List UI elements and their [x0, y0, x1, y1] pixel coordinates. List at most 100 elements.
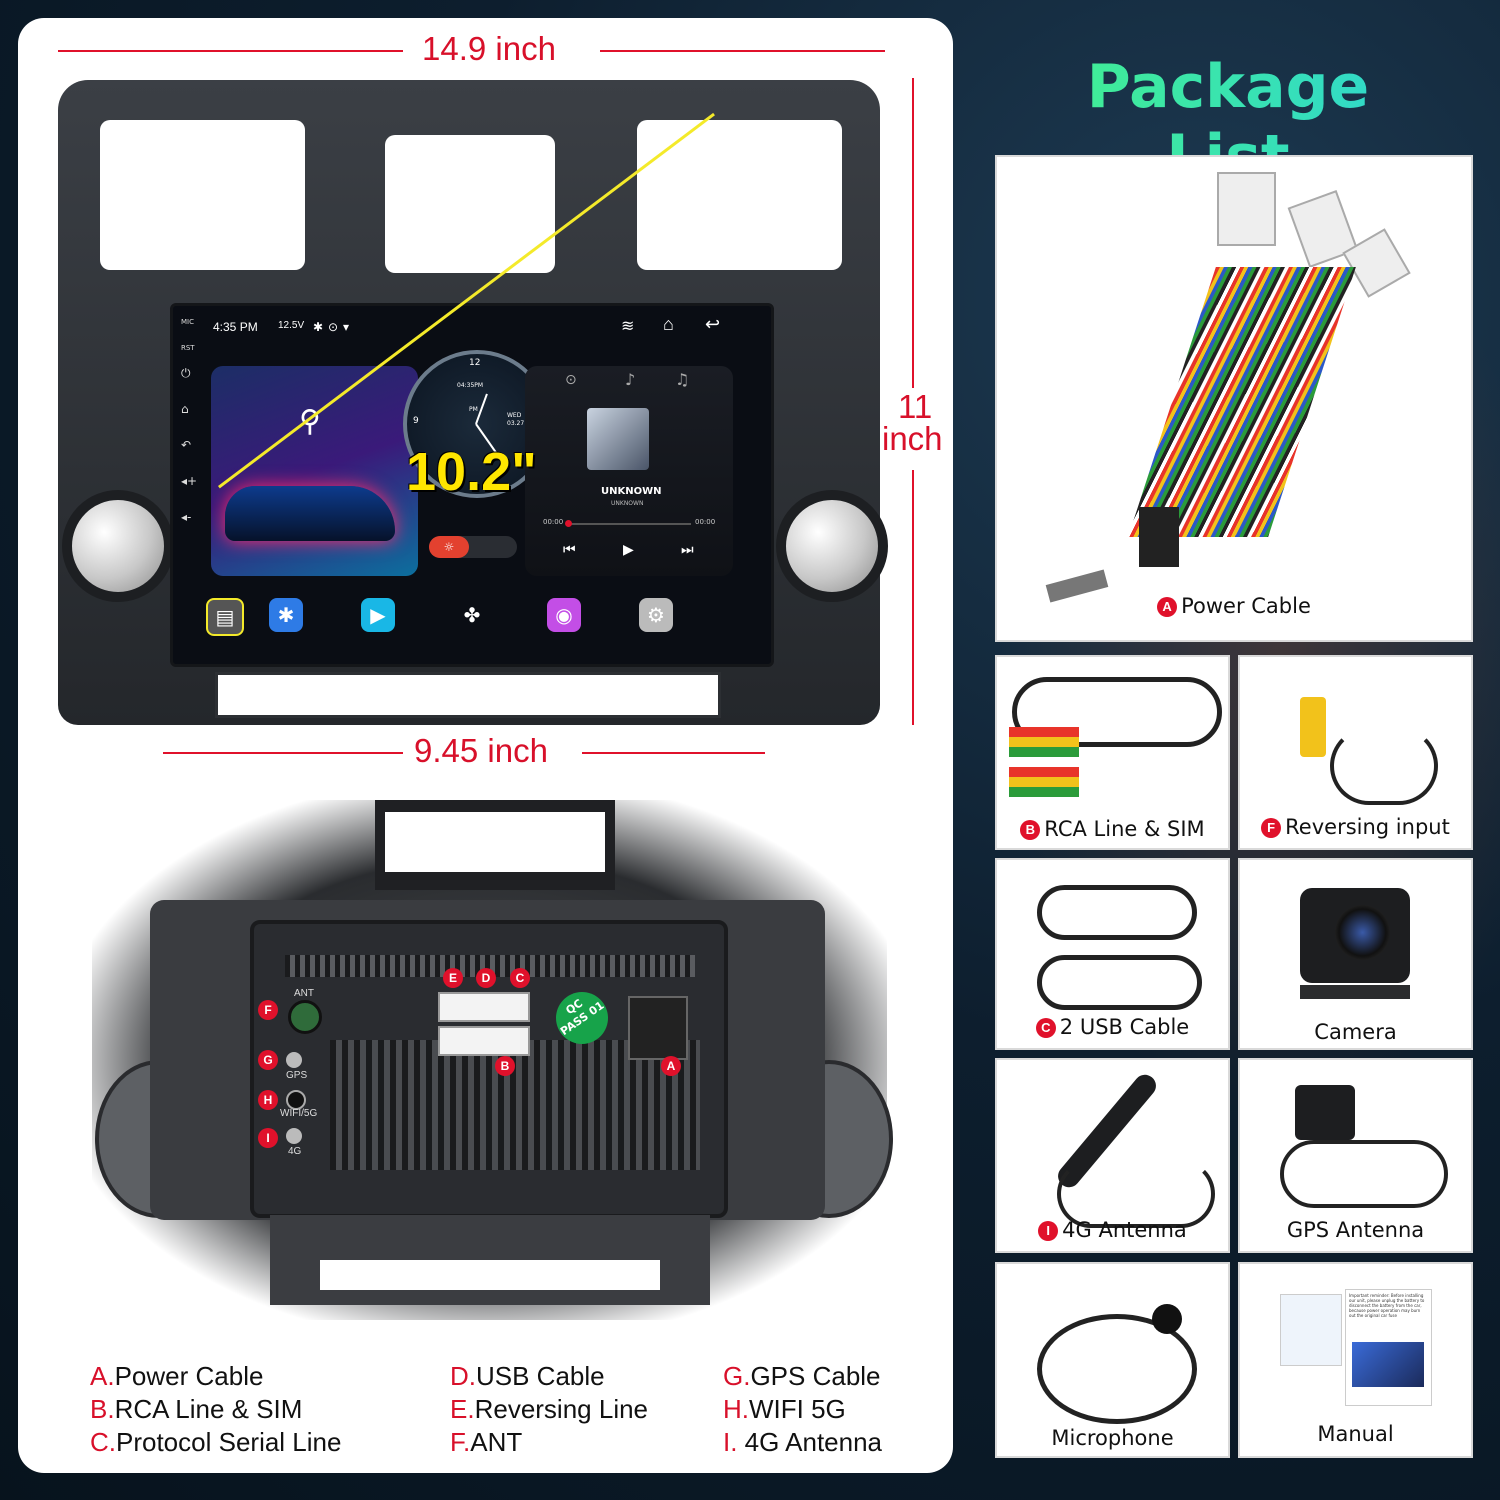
home-side-icon[interactable]: ⌂: [181, 402, 189, 416]
song-title: UNKNOWN: [601, 486, 662, 497]
settings-gear-icon[interactable]: ⚙: [639, 598, 673, 632]
left-volume-knob[interactable]: [62, 490, 174, 602]
clock-date: 03.27: [507, 420, 525, 427]
bottom-width-label: 9.45 inch: [414, 732, 548, 769]
width-dimension-line-left: [58, 50, 403, 52]
rear-top-vent: [285, 955, 695, 977]
video-app-icon[interactable]: ▶: [361, 598, 395, 632]
status-bluetooth-icon: ✱: [313, 320, 324, 334]
music-player-widget[interactable]: ⊙ ♪ ♫ UNKNOWN UNKNOWN 00:00 00:00 ⏮ ▶ ⏭: [525, 366, 733, 576]
port-tag-c: C: [510, 968, 530, 988]
connector-a: [628, 996, 688, 1060]
progress-bar[interactable]: [567, 523, 691, 525]
width-dimension-label: 14.9 inch: [422, 30, 556, 67]
gps-antenna-cable: [1280, 1140, 1448, 1208]
center-vent-opening: [385, 135, 555, 273]
layers-icon[interactable]: ≋: [621, 318, 635, 335]
display-screen: MIC RST ⏻ ⌂ ↶ ◂+ ◂- 4:35 PM 12.5V ✱ ⊙ ▾ …: [170, 112, 774, 667]
port-tag-e: E: [443, 968, 463, 988]
package-card-microphone: Microphone: [995, 1262, 1230, 1458]
right-vent-opening: [637, 120, 842, 270]
status-time: 4:35 PM: [213, 320, 258, 334]
play-icon[interactable]: ▶: [623, 542, 634, 558]
home-icon[interactable]: ⌂: [663, 314, 674, 334]
music-note-icon[interactable]: ♪: [625, 370, 636, 389]
previous-track-icon[interactable]: ⏮: [563, 542, 576, 558]
progress-bar-knob[interactable]: [565, 520, 572, 527]
usb-cable-coil-2: [1037, 955, 1202, 1010]
podcast-app-icon[interactable]: ◉: [547, 598, 581, 632]
rst-label: RST: [181, 344, 195, 352]
package-card-manual: Important reminder: Before installing ou…: [1238, 1262, 1473, 1458]
usb-cable-coil-1: [1037, 885, 1197, 940]
clock-date-time: 04:35PM: [457, 382, 484, 389]
rca-plugs: [1009, 727, 1079, 807]
port-tag-g: G: [258, 1050, 278, 1070]
right-tune-knob[interactable]: [776, 490, 888, 602]
back-side-icon[interactable]: ↶: [181, 438, 192, 452]
rear-heat-sink: [330, 1040, 700, 1170]
ant-port: [288, 1000, 322, 1034]
bottom-width-line-left: [163, 752, 403, 754]
legend-item-g: G.GPS Cable: [723, 1361, 881, 1391]
power-harness-wires: [1128, 267, 1356, 537]
brightness-slider-fill: ☼: [429, 536, 469, 558]
legend-item-d: D.USB Cable: [450, 1361, 605, 1391]
4g-antenna-cable: [1057, 1160, 1215, 1228]
clock-twelve: 12: [469, 358, 481, 368]
manual-cover-car: [1352, 1342, 1424, 1387]
volume-down-icon[interactable]: ◂-: [181, 510, 192, 524]
height-dimension-label-number: 11: [898, 388, 933, 425]
camera-bracket: [1300, 985, 1410, 999]
microphone-head: [1152, 1304, 1182, 1334]
ant-port-label: ANT: [294, 988, 314, 999]
clock-nine: 9: [413, 416, 419, 426]
wifi-port: [286, 1090, 306, 1110]
reversing-rca-plug: [1300, 697, 1326, 757]
gps-port-label: GPS: [286, 1070, 308, 1081]
clock-weekday: WED: [507, 412, 522, 419]
rear-lower-opening: [320, 1260, 660, 1290]
gps-port: [286, 1052, 302, 1068]
port-tag-b: B: [495, 1056, 515, 1076]
manual-reminder-text: Important reminder: Before installing ou…: [1349, 1293, 1425, 1318]
bottom-width-line-right: [582, 752, 765, 754]
power-harness-connector: [1139, 507, 1179, 567]
height-dimension-line-top: [912, 78, 914, 388]
radio-icon[interactable]: ⊙: [565, 372, 577, 388]
next-track-icon[interactable]: ⏭: [681, 542, 694, 558]
camera-lens: [1335, 905, 1390, 960]
bluetooth-app-icon[interactable]: ✱: [269, 598, 303, 632]
status-location-icon: ⊙: [328, 320, 339, 334]
back-icon[interactable]: ↩: [705, 314, 721, 334]
clock-am-pm: PM: [469, 406, 478, 413]
legend-item-a: A.Power Cable: [90, 1361, 264, 1391]
screen-size-label: 10.2": [406, 442, 537, 502]
brightness-slider[interactable]: ☼: [429, 536, 517, 558]
rca-cable-loop: [1012, 677, 1222, 747]
legend-item-f: F.ANT: [450, 1427, 523, 1457]
microphone-label: Microphone: [1051, 1426, 1174, 1450]
navigation-widget[interactable]: ⚲: [211, 366, 418, 576]
port-tag-a: A: [661, 1056, 681, 1076]
status-wifi-icon: ▾: [343, 320, 350, 334]
connector-b: [438, 1026, 530, 1056]
album-art: [587, 408, 649, 470]
microphone-cable-coil: [1037, 1314, 1197, 1424]
apps-grid-icon[interactable]: ✤: [463, 603, 481, 627]
legend-item-b: B.RCA Line & SIM: [90, 1394, 303, 1424]
volume-up-icon[interactable]: ◂+: [181, 474, 198, 488]
music-note-alt-icon[interactable]: ♫: [675, 370, 690, 389]
power-icon[interactable]: ⏻: [181, 366, 191, 380]
file-manager-icon[interactable]: ▤: [206, 598, 244, 636]
connector-e-d-c: [438, 992, 530, 1022]
